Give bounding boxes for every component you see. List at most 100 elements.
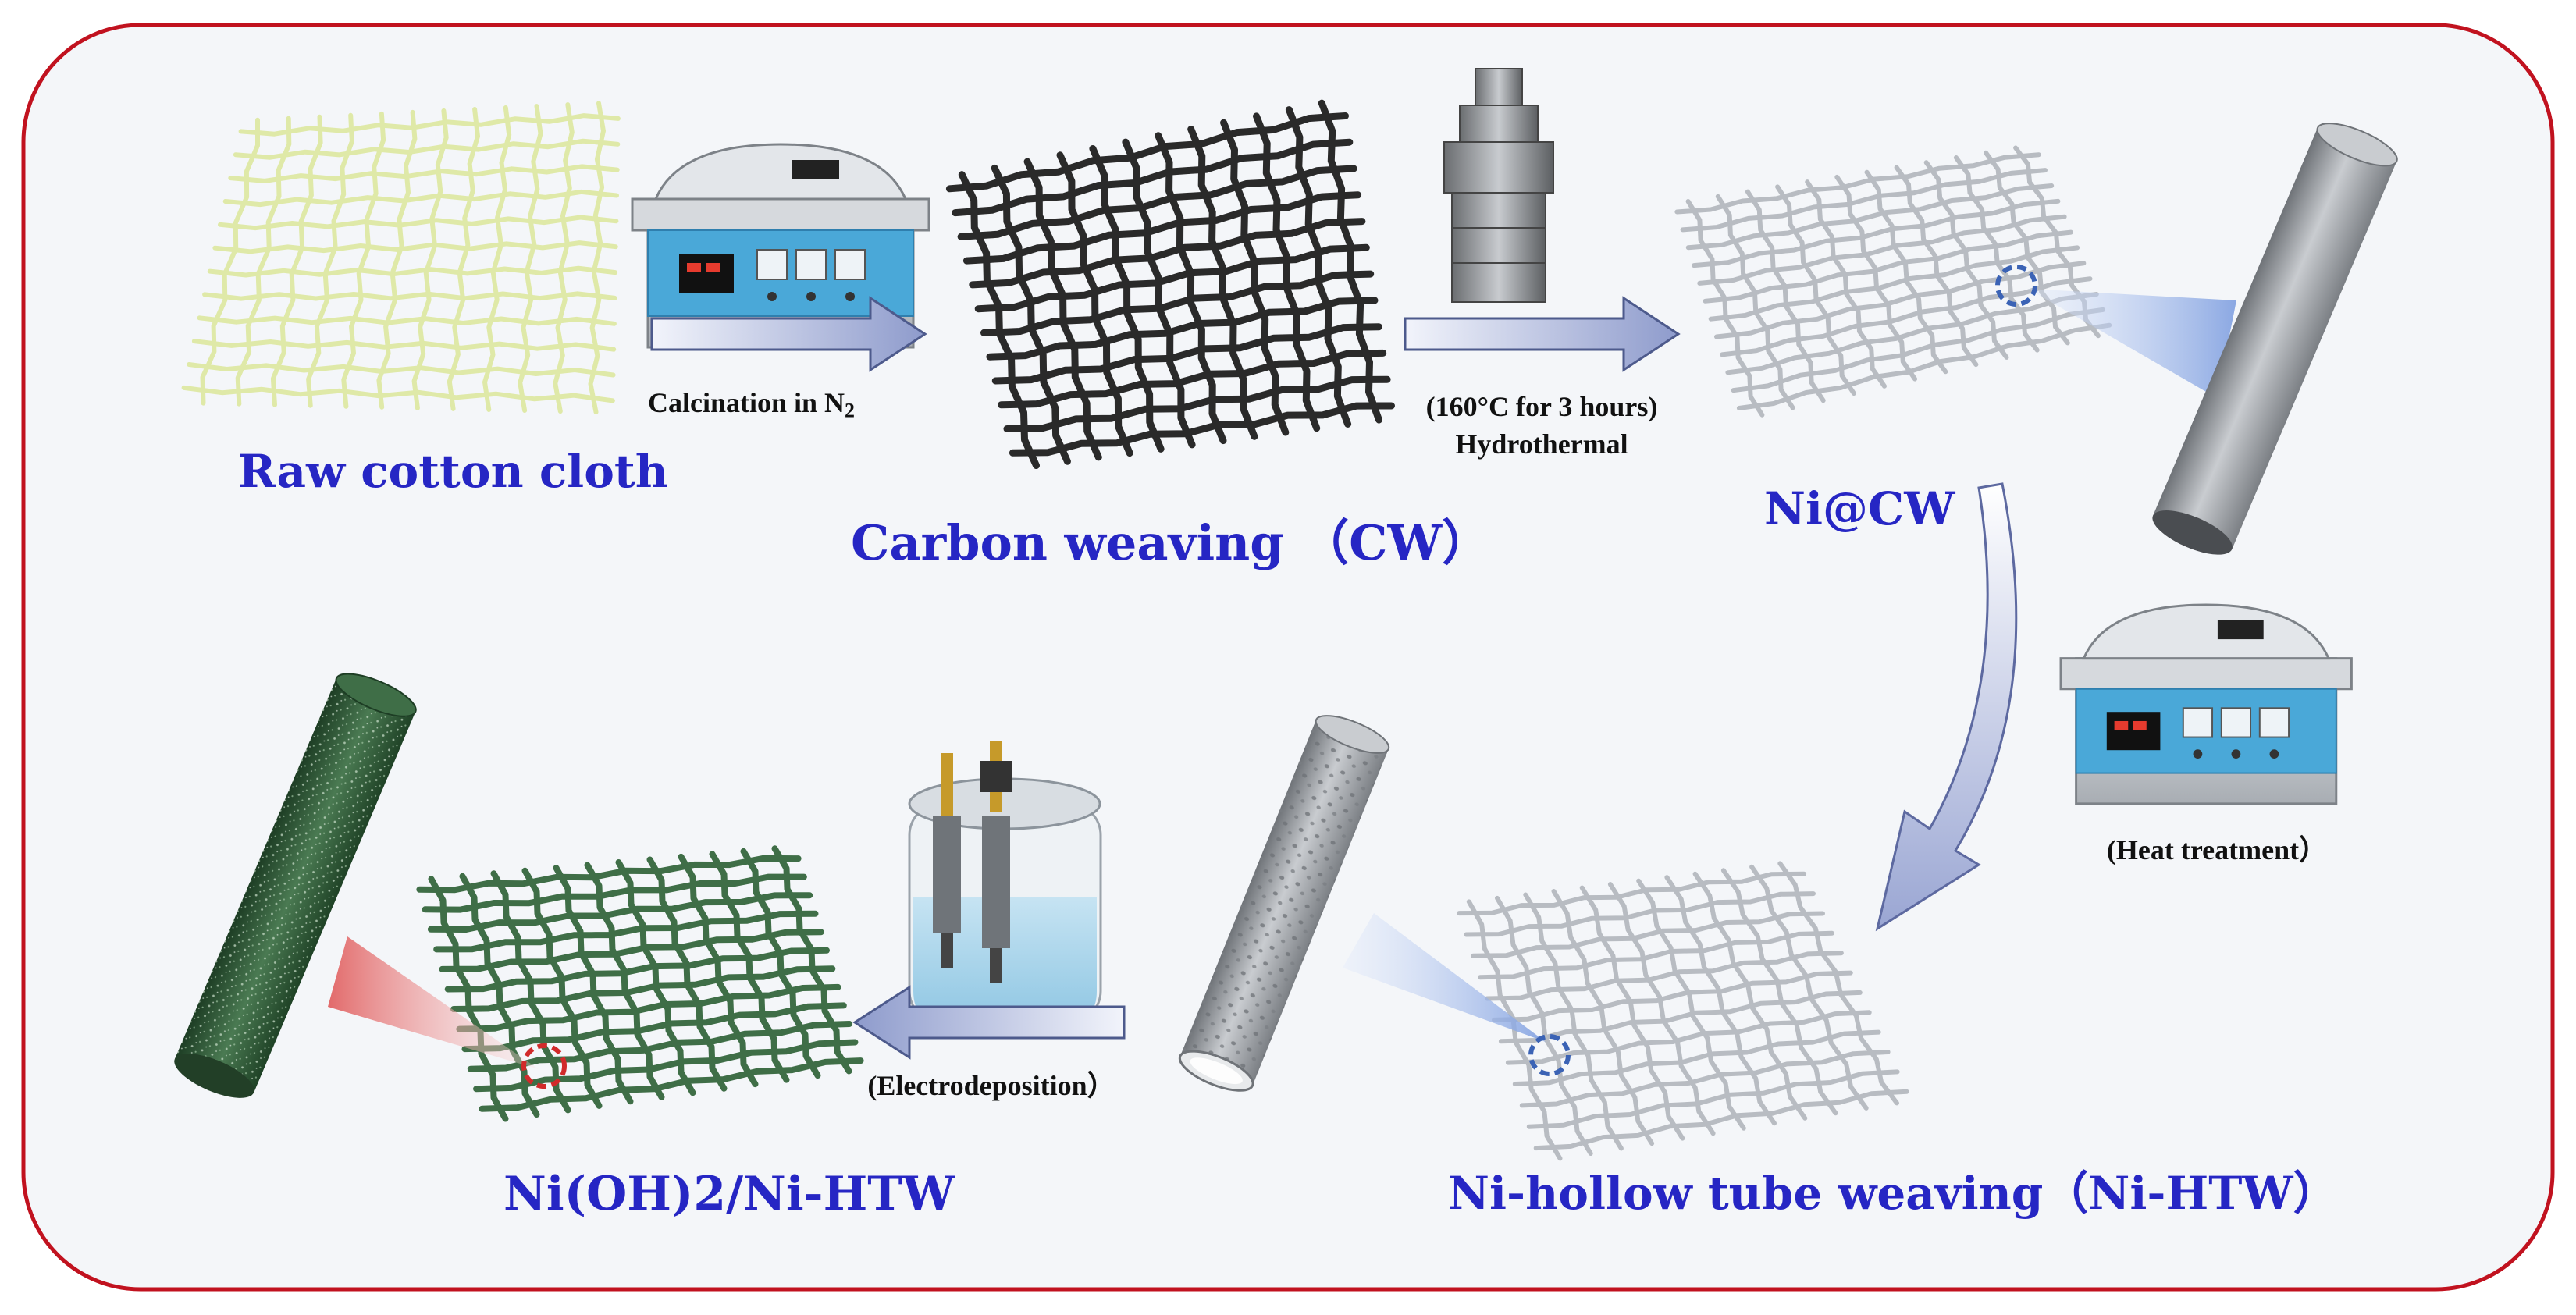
ni-oh2-htw-fiber: [459, 873, 540, 1118]
ni-oh2-htw-fiber: [678, 853, 759, 1088]
ni-hollow-tube-fiber: [1178, 715, 1390, 1092]
ni-htw-fiber: [1505, 1010, 1872, 1065]
ni-oh2-htw-mesh: [416, 845, 864, 1122]
ni-oh2-htw-fiber: [521, 867, 603, 1109]
ni-oh2-zoom-beam: [328, 936, 539, 1069]
ni-cw-fiber: [1894, 165, 1979, 368]
ni-htw-fiber: [1485, 951, 1844, 1001]
raw-cotton-fiber: [306, 112, 354, 408]
ni-oh2-htw-fiber: [490, 870, 571, 1114]
electrodeposition-cell-icon: [908, 741, 1102, 1024]
ni-htw-fiber: [1533, 1089, 1909, 1151]
ni-htw-fiber: [1464, 891, 1816, 937]
raw-cotton-fiber: [200, 117, 260, 406]
raw-cotton-fiber: [482, 105, 512, 412]
carbon-weaving-fiber: [1122, 138, 1196, 449]
carbon-weaving-fiber: [957, 165, 1357, 240]
carbon-weaving-fiber: [952, 138, 1354, 217]
carbon-weaving-fiber: [986, 297, 1379, 361]
ni-oh2-htw-fiber: [433, 910, 819, 953]
ni-oh2-htw-fiber: [553, 865, 634, 1105]
carbon-weaving-fiber: [1187, 126, 1258, 440]
carbon-weaving-fiber: [1318, 99, 1382, 424]
ni-cw-fiber: [1736, 322, 2112, 410]
ni-htw-fiber: [1664, 875, 1777, 1126]
ni-oh2-htw-fiber: [439, 929, 824, 972]
raw-cotton-fiber: [191, 339, 617, 352]
carbon-weaving-fiber: [945, 112, 1349, 193]
ni-cw-fiber: [1923, 160, 2009, 360]
carbon-weaving-fiber: [991, 164, 1071, 465]
ni-htw-fiber: [1519, 1050, 1891, 1108]
carbon-weaving-fiber: [991, 323, 1382, 385]
step-electrodeposition: (Electrodeposition）: [867, 1070, 1115, 1101]
carbon-weaving-fiber: [980, 270, 1375, 336]
step-heat-treatment: (Heat treatment）: [2106, 834, 2328, 865]
carbon-weaving-fiber: [958, 171, 1040, 469]
label-ni-oh2-subscript: 2: [693, 1167, 727, 1221]
ni-cw-fiber: [1697, 214, 2067, 286]
ni-oh2-htw-fiber: [422, 873, 807, 913]
carbon-weaving-fiber: [1023, 158, 1102, 461]
raw-cotton-fiber: [233, 138, 621, 160]
ni-cw-fiber: [1720, 276, 2093, 357]
ni-htw-fiber: [1551, 889, 1655, 1146]
ni-oh2-htw-fiber: [456, 983, 841, 1032]
label-raw-cotton-cloth: Raw cotton cloth: [238, 445, 668, 498]
ni-cw-fiber: [1805, 179, 1887, 389]
ni-oh2-htw-fiber: [461, 1002, 847, 1053]
ni-cw-fiber: [1674, 152, 2041, 215]
raw-cotton-fiber: [447, 107, 480, 411]
label-ni-oh2-prefix: Ni(OH): [503, 1167, 694, 1221]
ni-htw-fiber: [1579, 885, 1685, 1141]
ni-oh2-htw-fiber: [479, 1057, 864, 1112]
ni-oh2-htw-fiber: [473, 1039, 859, 1093]
carbon-weaving-fiber: [1089, 145, 1165, 453]
step-calcination-subscript: 2: [845, 399, 855, 422]
raw-cotton-fiber: [376, 109, 418, 410]
raw-cotton-fiber: [553, 102, 575, 414]
label-ni-cw: Ni@CW: [1764, 482, 1955, 535]
ni-cw-solid-fiber: [2152, 123, 2398, 555]
ni-cw-fiber: [1731, 307, 2105, 393]
raw-cotton-cloth-mesh: [181, 101, 621, 415]
ni-oh2-zoom-marker: [521, 1043, 567, 1089]
ni-cw-fiber: [1708, 245, 2080, 322]
ni-oh2-htw-fiber: [646, 856, 728, 1092]
ni-htw-fiber: [1523, 892, 1624, 1151]
ni-htw-mesh: [1457, 861, 1909, 1161]
ni-htw-fiber: [1495, 895, 1593, 1156]
ni-htw-fiber: [1692, 871, 1808, 1121]
ni-htw-fiber: [1777, 861, 1899, 1106]
ni-htw-fiber: [1512, 1029, 1881, 1086]
heat-treatment-furnace-icon: [2059, 603, 2353, 805]
label-carbon-weaving: Carbon weaving （CW）: [851, 514, 1491, 571]
ni-cw-fiber: [1775, 184, 1856, 396]
ni-htw-zoom-marker: [1528, 1034, 1571, 1076]
label-ni-oh2-htw: Ni(OH)2/Ni-HTW: [503, 1167, 955, 1221]
heat-treatment-curved-arrow: [1875, 482, 2018, 932]
raw-cotton-fiber: [187, 362, 616, 378]
carbon-weaving-fiber: [1003, 375, 1391, 432]
ni-cw-fiber: [1703, 229, 2073, 304]
raw-cotton-fiber: [222, 189, 619, 208]
ni-oh2-htw-fiber: [444, 947, 830, 993]
ni-htw-fiber: [1471, 911, 1825, 958]
ni-htw-fiber: [1457, 871, 1807, 916]
ni-oh2-htw-fiber: [416, 855, 802, 894]
carbon-weaving-fiber: [1009, 402, 1395, 457]
ni-oh2-htw-fiber: [709, 851, 790, 1083]
hydrothermal-autoclave-icon: [1443, 68, 1554, 303]
carbon-weaving-fiber: [1285, 106, 1352, 428]
ni-oh2-htw-fiber: [584, 862, 665, 1100]
carbon-weaving-fiber: [969, 218, 1366, 289]
carbon-weaving-mesh: [945, 99, 1395, 469]
ni-htw-fiber: [1607, 882, 1716, 1136]
ni-cw-fiber: [1834, 174, 1918, 382]
ni-cw-fiber: [1685, 183, 2055, 251]
ni-oh2-htw-fiber: [428, 876, 509, 1122]
raw-cotton-fiber: [218, 215, 619, 231]
calcination-arrow: [650, 296, 927, 372]
carbon-weaving-fiber: [1253, 112, 1321, 432]
